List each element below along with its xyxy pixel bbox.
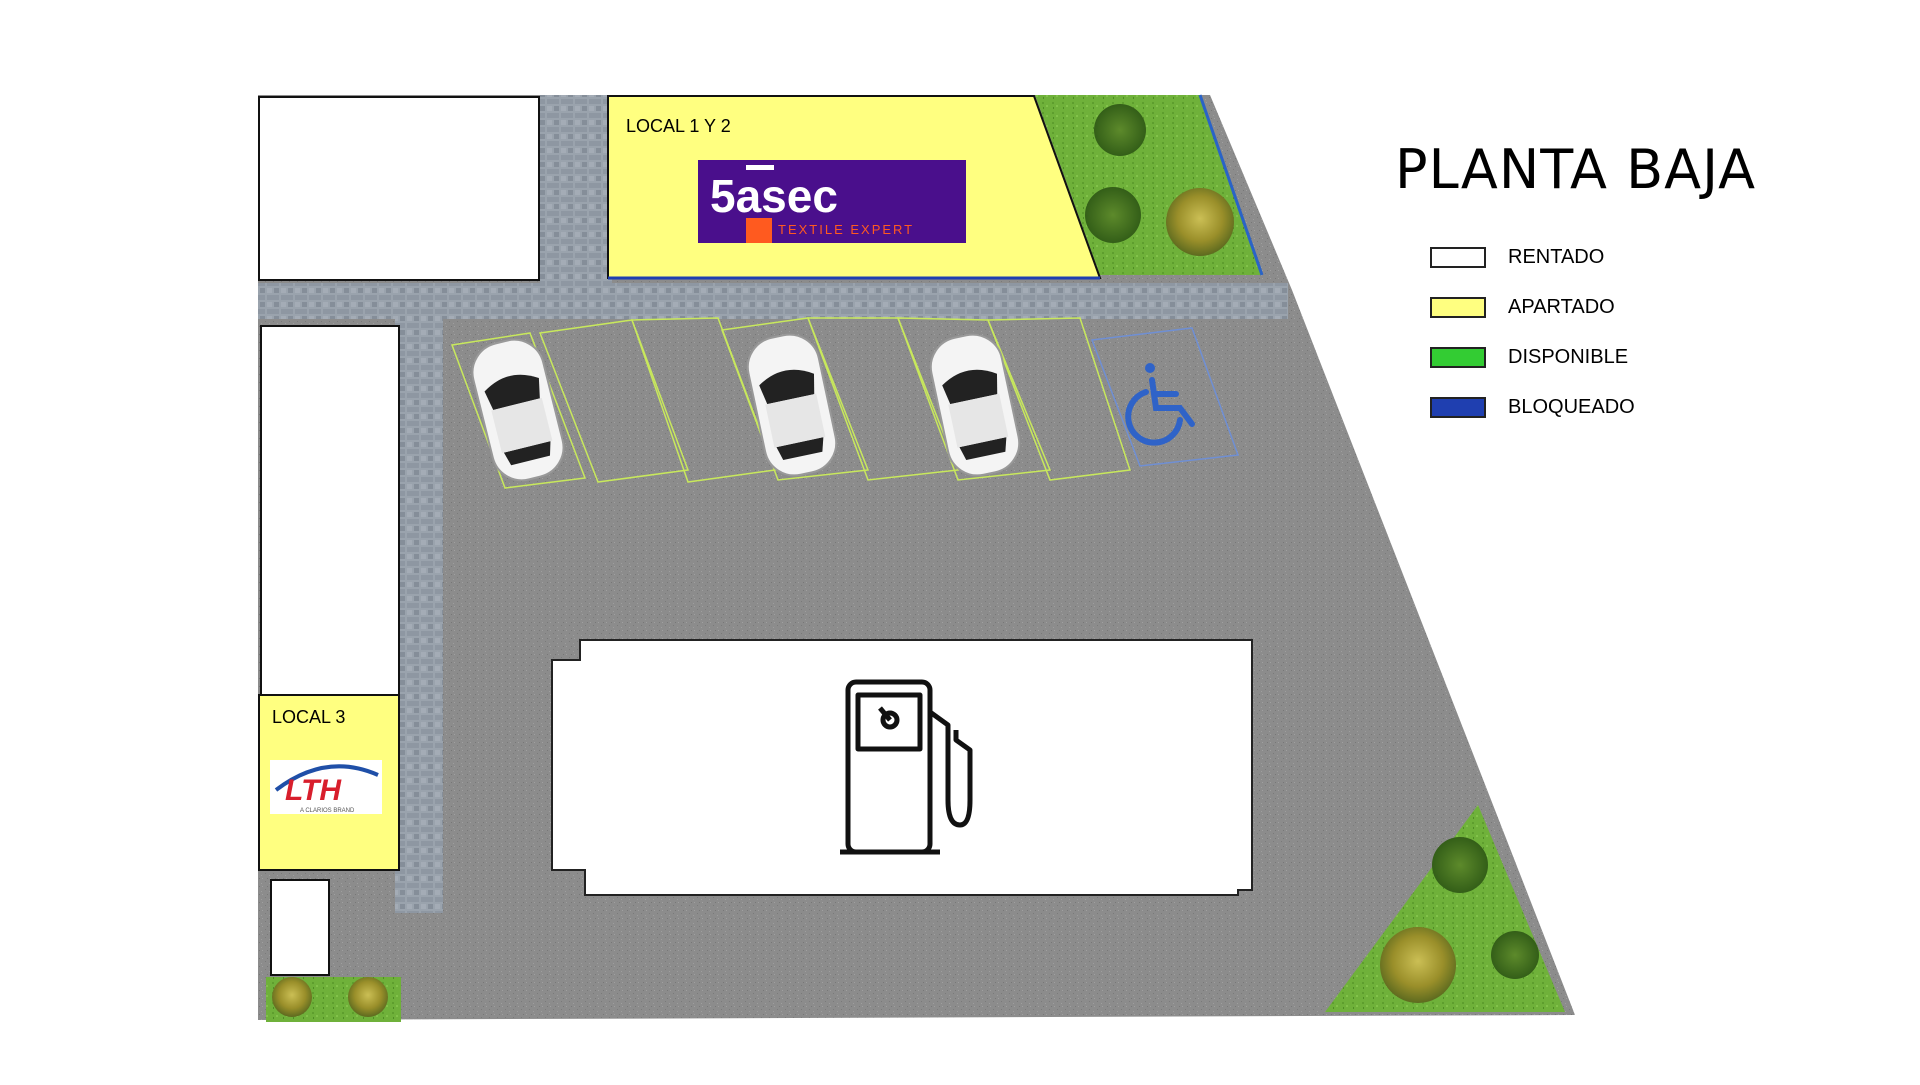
walkway-horizontal — [258, 283, 1288, 319]
page-title: PLANTA BAJA — [1395, 138, 1757, 201]
logo-lth: LTH A CLARIOS BRAND — [270, 760, 382, 814]
legend-item-bloqueado: BLOQUEADO — [1430, 382, 1635, 432]
accessible-space — [1090, 327, 1240, 467]
logo-5asec-tagline: TEXTILE EXPERT — [778, 222, 914, 237]
parking-spaces — [450, 317, 1131, 489]
legend-swatch-apartado — [1430, 296, 1486, 318]
logo-lth-brand: LTH — [285, 774, 342, 807]
tree-icon — [1166, 188, 1234, 256]
legend-label: APARTADO — [1508, 295, 1615, 318]
wheelchair-icon — [1125, 363, 1195, 446]
unit-rented-left[interactable] — [260, 325, 400, 697]
legend-swatch-bloqueado — [1430, 396, 1486, 418]
walkway-top — [540, 95, 612, 295]
logo-5asec: 5asec TEXTILE EXPERT — [698, 160, 966, 243]
walkway-vertical — [395, 318, 443, 913]
tree-icon — [272, 977, 312, 1017]
legend-label: RENTADO — [1508, 245, 1605, 268]
legend: RENTADO APARTADO DISPONIBLE BLOQUEADO — [1430, 232, 1635, 432]
fuel-pump-icon — [840, 679, 973, 855]
legend-swatch-rentado — [1430, 246, 1486, 268]
logo-lth-sub: A CLARIOS BRAND — [300, 808, 355, 814]
legend-swatch-disponible — [1430, 346, 1486, 368]
tree-icon — [1432, 837, 1488, 893]
fuel-station[interactable] — [551, 639, 1253, 896]
local-1-y-2-label: LOCAL 1 Y 2 — [626, 116, 731, 136]
logo-5asec-brand: 5asec — [710, 170, 838, 222]
unit-rented-small[interactable] — [270, 879, 330, 976]
legend-label: DISPONIBLE — [1508, 345, 1629, 368]
car-icon — [929, 333, 1021, 477]
legend-item-apartado: APARTADO — [1430, 282, 1635, 332]
local-3-label: LOCAL 3 — [272, 707, 345, 727]
tree-icon — [1491, 931, 1539, 979]
legend-label: BLOQUEADO — [1508, 395, 1635, 418]
tree-icon — [1085, 187, 1141, 243]
tree-icon — [1094, 104, 1146, 156]
legend-item-rentado: RENTADO — [1430, 232, 1635, 282]
unit-rented-top-left[interactable] — [258, 96, 540, 281]
car-icon — [471, 338, 565, 482]
tree-icon — [348, 977, 388, 1017]
car-icon — [746, 333, 838, 477]
legend-item-disponible: DISPONIBLE — [1430, 332, 1635, 382]
tree-icon — [1380, 927, 1456, 1003]
